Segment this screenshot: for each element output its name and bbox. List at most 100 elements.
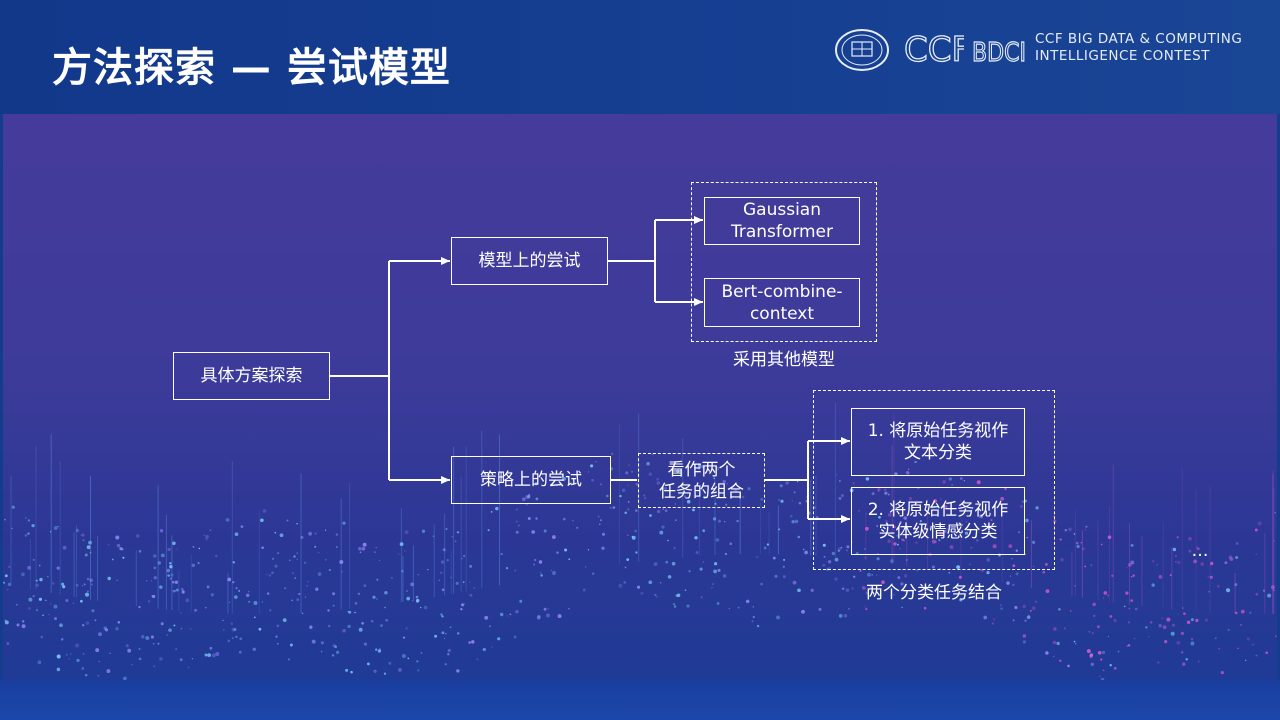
particle-dot — [521, 497, 526, 502]
particle-dot — [331, 654, 335, 657]
particle-dot — [339, 560, 344, 564]
particle-dot — [402, 636, 406, 639]
particle-dot — [1240, 624, 1242, 626]
particle-dot — [84, 673, 88, 677]
particle-dot — [1073, 533, 1076, 535]
particle-dot — [661, 525, 665, 529]
particle-dot — [210, 593, 215, 597]
particle-dot — [823, 555, 826, 558]
particle-dot — [276, 624, 280, 628]
particle-dot — [1127, 562, 1132, 567]
particle-dot — [1182, 662, 1186, 666]
particle-dot — [1170, 631, 1175, 636]
particle-dot — [1126, 566, 1129, 569]
particle-dot — [206, 585, 210, 589]
data-wave-background — [3, 402, 1277, 680]
particle-dot — [335, 546, 338, 548]
particle-dot — [656, 477, 659, 481]
particle-dot — [86, 545, 91, 550]
particle-dot — [999, 604, 1002, 607]
particle-dot — [827, 560, 832, 564]
particle-dot — [782, 565, 785, 568]
particle-dot — [905, 470, 910, 475]
particle-dot — [1109, 615, 1113, 618]
particle-dot — [232, 581, 235, 584]
particle-dot — [1064, 529, 1067, 532]
particle-dot — [1102, 669, 1105, 672]
particle-dot — [205, 538, 208, 541]
particle-dot — [1074, 584, 1076, 587]
particle-dot — [45, 599, 47, 602]
particle-dot — [303, 561, 307, 564]
particle-dot — [741, 495, 745, 499]
particle-dot — [277, 552, 280, 555]
particle-dot — [147, 600, 151, 603]
particle-dot — [1012, 583, 1015, 586]
particle-dot — [176, 548, 178, 550]
particle-dot — [81, 533, 85, 537]
particle-dot — [716, 602, 720, 605]
particle-dot — [649, 514, 652, 517]
particle-dot — [81, 667, 85, 670]
task1-node: 1. 将原始任务视作 文本分类 — [851, 408, 1025, 476]
particle-dot — [315, 587, 319, 591]
particle-dot — [111, 558, 114, 561]
particle-dot — [846, 545, 850, 549]
particle-dot — [1272, 589, 1275, 592]
strategy-branch-node: 策略上的尝试 — [451, 456, 611, 504]
particle-dot — [65, 598, 69, 603]
particle-dot — [717, 519, 721, 523]
particle-dot — [24, 517, 27, 519]
particle-dot — [752, 606, 754, 608]
particle-dot — [82, 652, 85, 655]
particle-dot — [801, 609, 805, 614]
particle-dot — [40, 635, 44, 639]
particle-dot — [432, 535, 435, 537]
particle-dot — [238, 589, 241, 592]
particle-dot — [1270, 585, 1275, 590]
particle-dot — [1188, 537, 1192, 541]
particle-dot — [993, 618, 996, 621]
particle-dot — [612, 506, 616, 510]
particle-dot — [37, 660, 42, 665]
particle-dot — [715, 466, 720, 471]
particle-dot — [1029, 609, 1032, 612]
particle-dot — [1214, 637, 1217, 640]
particle-dot — [702, 561, 704, 563]
particle-dot — [4, 619, 7, 622]
particle-dot — [357, 592, 361, 596]
particle-dot — [167, 574, 170, 577]
particle-dot — [463, 603, 465, 605]
particle-dot — [1186, 620, 1191, 624]
particle-dot — [897, 543, 899, 546]
particle-dot — [31, 523, 35, 528]
particle-dot — [49, 603, 52, 605]
particle-dot — [1235, 542, 1239, 545]
particle-dot — [484, 615, 489, 620]
particle-dot — [1076, 541, 1079, 545]
particle-dot — [179, 658, 183, 662]
particle-dot — [80, 534, 83, 536]
particle-dot — [804, 550, 808, 555]
particle-dot — [700, 595, 703, 599]
particle-dot — [1190, 618, 1194, 622]
particle-dot — [931, 539, 936, 544]
particle-dot — [500, 553, 503, 556]
particle-dot — [441, 588, 445, 592]
particle-dot — [318, 551, 320, 554]
content-panel — [3, 114, 1277, 680]
particle-dot — [948, 571, 951, 574]
particle-dot — [676, 593, 681, 598]
particle-dot — [260, 518, 264, 522]
particle-dot — [1026, 536, 1029, 539]
particle-dot — [405, 627, 408, 630]
particle-dot — [901, 538, 904, 541]
particle-dot — [173, 624, 176, 627]
particle-dot — [643, 496, 647, 500]
particle-dot — [1255, 592, 1259, 596]
particle-dot — [4, 518, 6, 521]
particle-dot — [988, 598, 990, 600]
particle-dot — [89, 551, 92, 554]
particle-dot — [399, 542, 404, 546]
